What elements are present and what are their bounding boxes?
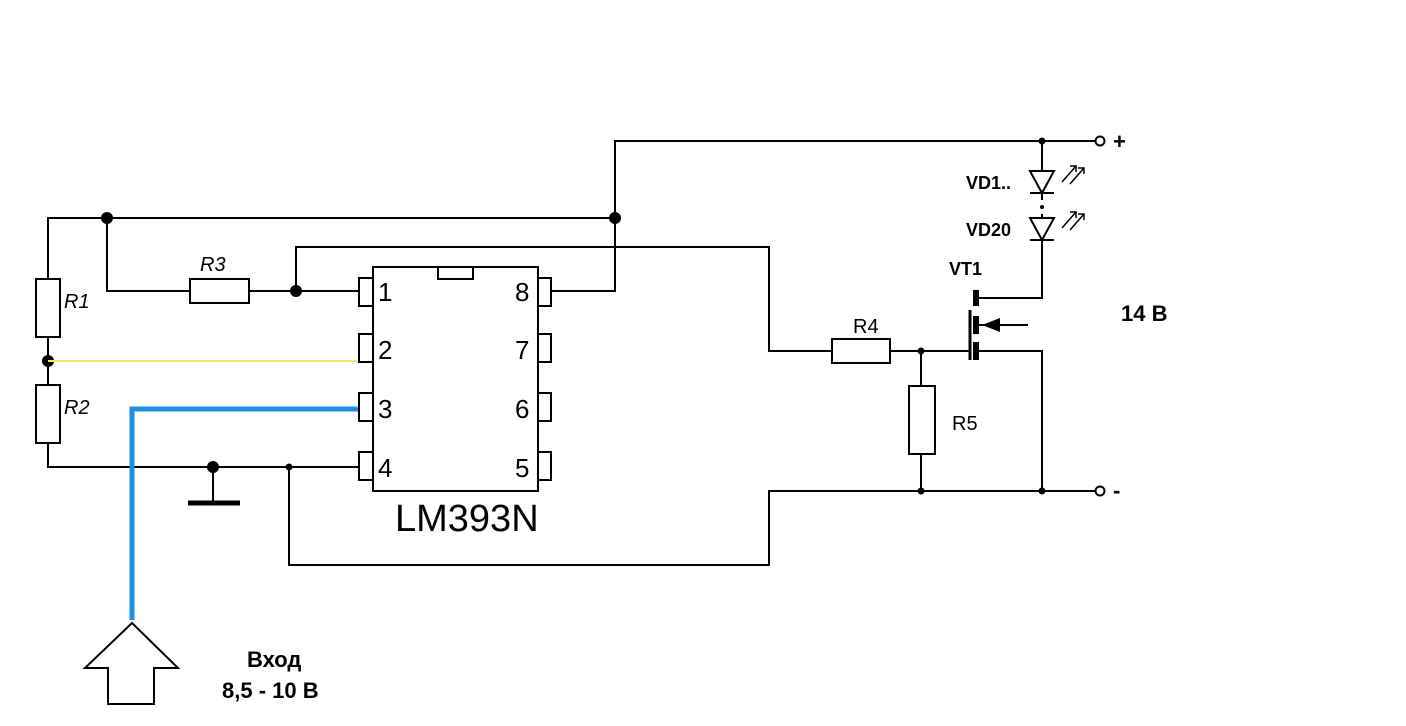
pin-8-label: 8 (515, 277, 529, 307)
pin-3 (358, 392, 375, 422)
ground-junction-dot (207, 461, 219, 473)
r1-label: R1 (64, 291, 90, 313)
source-wire (979, 350, 1043, 491)
supply-voltage-label: 14 В (1121, 301, 1167, 326)
pin1-junction-dot (290, 285, 302, 297)
minus-label: - (1113, 478, 1120, 503)
supply-rail: + (541, 129, 1126, 292)
resistor-r5 (908, 385, 936, 455)
r4-label: R4 (853, 316, 879, 338)
vd20-label: VD20 (966, 220, 1011, 240)
r3-network: R3 (106, 218, 832, 352)
led-vd20-rays (1061, 211, 1085, 231)
pin-4 (358, 451, 375, 481)
input-wire (129, 406, 360, 620)
return-wire: - (285, 463, 1120, 566)
minus-terminal (1094, 485, 1106, 497)
led-chain: VD1.. VD20 (966, 141, 1085, 243)
pin-1-label: 1 (378, 277, 392, 307)
led-vd1 (1028, 170, 1056, 196)
top-rail-wire (47, 217, 615, 278)
pin-1 (358, 277, 375, 307)
pin-3-label: 3 (378, 394, 392, 424)
plus-label: + (1113, 129, 1126, 154)
pin-2-label: 2 (378, 335, 392, 365)
led-vd20 (1028, 217, 1056, 243)
chip-notch (437, 266, 474, 280)
gate-network: R4 R5 (831, 316, 978, 495)
divider-network: R1 R2 (35, 212, 615, 468)
drain-wire (979, 240, 1043, 299)
r3-label: R3 (200, 254, 226, 276)
input-arrow: Вход 8,5 - 10 В (82, 621, 319, 705)
pin-6-label: 6 (515, 394, 529, 424)
vt1-label: VT1 (949, 259, 982, 279)
resistor-r4 (831, 338, 891, 364)
pin-5-label: 5 (515, 453, 529, 483)
pin-7-label: 7 (515, 335, 529, 365)
bottom-left-wire (47, 444, 360, 468)
lm393n-chip: 1 2 3 4 8 7 6 5 LM393N (358, 266, 552, 540)
resistor-r3 (189, 278, 250, 304)
resistor-r2 (35, 384, 61, 444)
pin8-supply-wire (541, 140, 1095, 292)
input-range-label: 8,5 - 10 В (222, 678, 319, 703)
r2-label: R2 (64, 397, 90, 419)
mosfet-arrow (982, 318, 1000, 332)
chip-name-label: LM393N (395, 498, 539, 540)
r5-label: R5 (952, 413, 978, 435)
mosfet-vt1: VT1 (949, 240, 1046, 495)
pin-2 (358, 333, 375, 363)
led-vd1-rays (1061, 165, 1085, 185)
chip-body (372, 266, 539, 492)
pin-4-label: 4 (378, 453, 392, 483)
vd1-label: VD1.. (966, 173, 1011, 193)
output-wire (295, 246, 832, 352)
bottom-rail-wire (288, 467, 1095, 566)
ground-symbol (188, 461, 240, 506)
top-right-junction-dot (609, 212, 621, 224)
plus-terminal (1094, 135, 1106, 147)
resistor-r1 (35, 278, 61, 338)
input-label: Вход (247, 647, 301, 672)
